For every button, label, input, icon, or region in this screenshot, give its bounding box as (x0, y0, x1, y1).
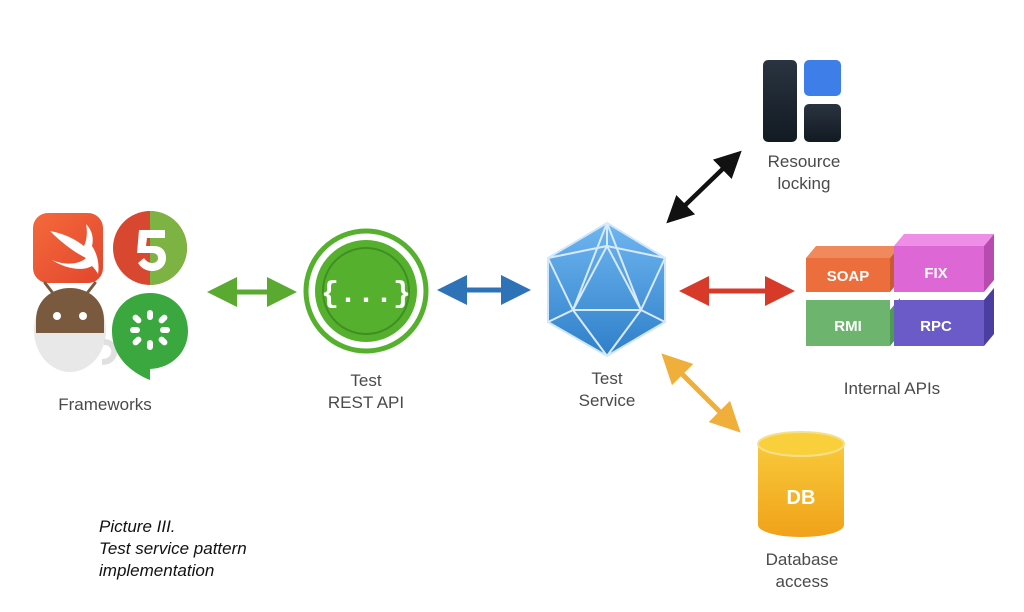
database-label: Database access (765, 550, 839, 591)
fix-label: FIX (924, 265, 947, 282)
fix-block: FIX (894, 234, 994, 292)
database-icon: DB (757, 431, 845, 537)
figure-caption: Picture III. Test service pattern implem… (99, 516, 247, 582)
rpc-block: RPC (894, 288, 994, 346)
rmi-label: RMI (834, 318, 862, 335)
resource-locking-icon (763, 60, 841, 142)
caption-line-2: Test service pattern (99, 539, 247, 558)
service-locking-arrow (666, 150, 742, 224)
test-service-label: Test Service (578, 369, 636, 410)
frameworks-label: Frameworks (58, 395, 152, 414)
rest-api-icon-text: {...} (321, 278, 411, 312)
swift-icon (33, 213, 103, 283)
rest-api-label: Test REST API (327, 371, 405, 412)
db-label: DB (787, 487, 816, 509)
internal-apis-icon: SOAP FIX RMI RPC (806, 234, 994, 346)
service-db-arrow (661, 353, 741, 433)
soap-block: SOAP (806, 246, 900, 292)
caption-line-1: Picture III. (99, 517, 176, 536)
rmi-block: RMI (806, 298, 900, 346)
html5-icon (113, 211, 187, 285)
resource-locking-label: Resource locking (767, 152, 841, 193)
android-icon (34, 281, 118, 372)
internal-apis-label: Internal APIs (843, 379, 941, 398)
cucumber-icon (112, 293, 188, 380)
rest-api-icon: {...} (303, 228, 429, 354)
rpc-label: RPC (920, 318, 952, 335)
caption-line-3: implementation (99, 561, 215, 580)
soap-label: SOAP (827, 268, 870, 285)
icosahedron-icon (547, 221, 666, 358)
